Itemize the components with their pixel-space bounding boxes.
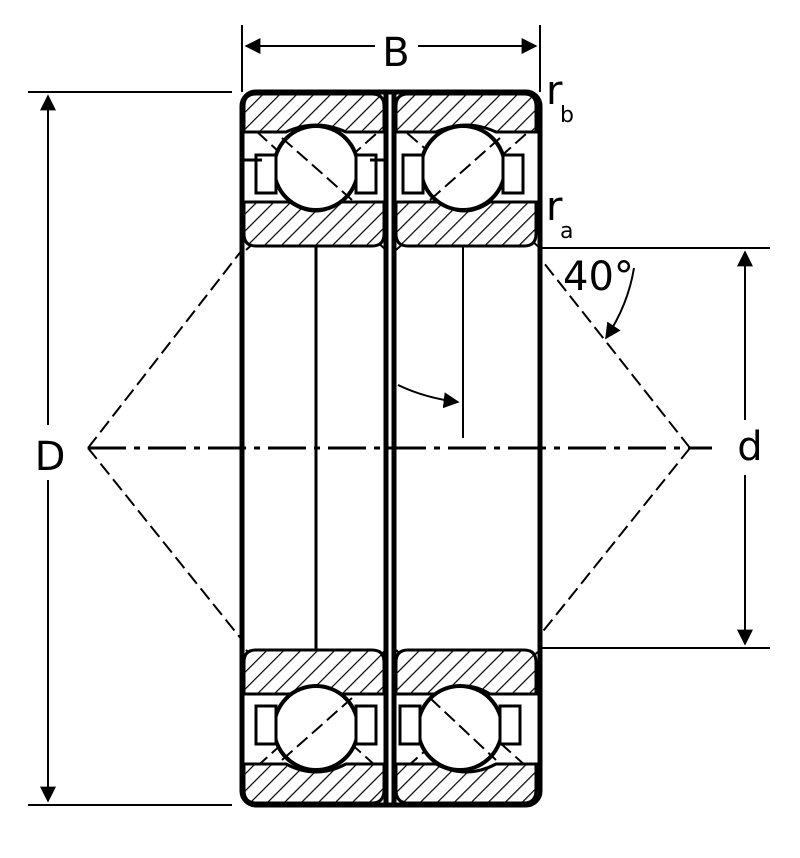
corner-radius-labels: r b r a (546, 68, 574, 244)
bearing-body (239, 89, 543, 808)
ball-bottom-left (272, 684, 360, 772)
corner-radius-inner-label: r (546, 184, 563, 230)
contact-angle-indicator: 40° (397, 254, 635, 409)
bore-diameter-label: d (737, 424, 762, 470)
corner-radius-outer-subscript: b (560, 103, 574, 128)
contact-angle-label: 40° (563, 254, 634, 300)
corner-radius-outer-label: r (546, 68, 563, 114)
dimension-outer-diameter: D (28, 91, 232, 806)
width-label: B (382, 30, 409, 76)
outer-diameter-label: D (35, 434, 66, 480)
corner-radius-inner-subscript: a (560, 219, 573, 244)
dimension-width: B (241, 25, 541, 92)
outer-ring-bottom-left (242, 762, 386, 805)
dimension-bore-diameter: d (542, 247, 770, 649)
